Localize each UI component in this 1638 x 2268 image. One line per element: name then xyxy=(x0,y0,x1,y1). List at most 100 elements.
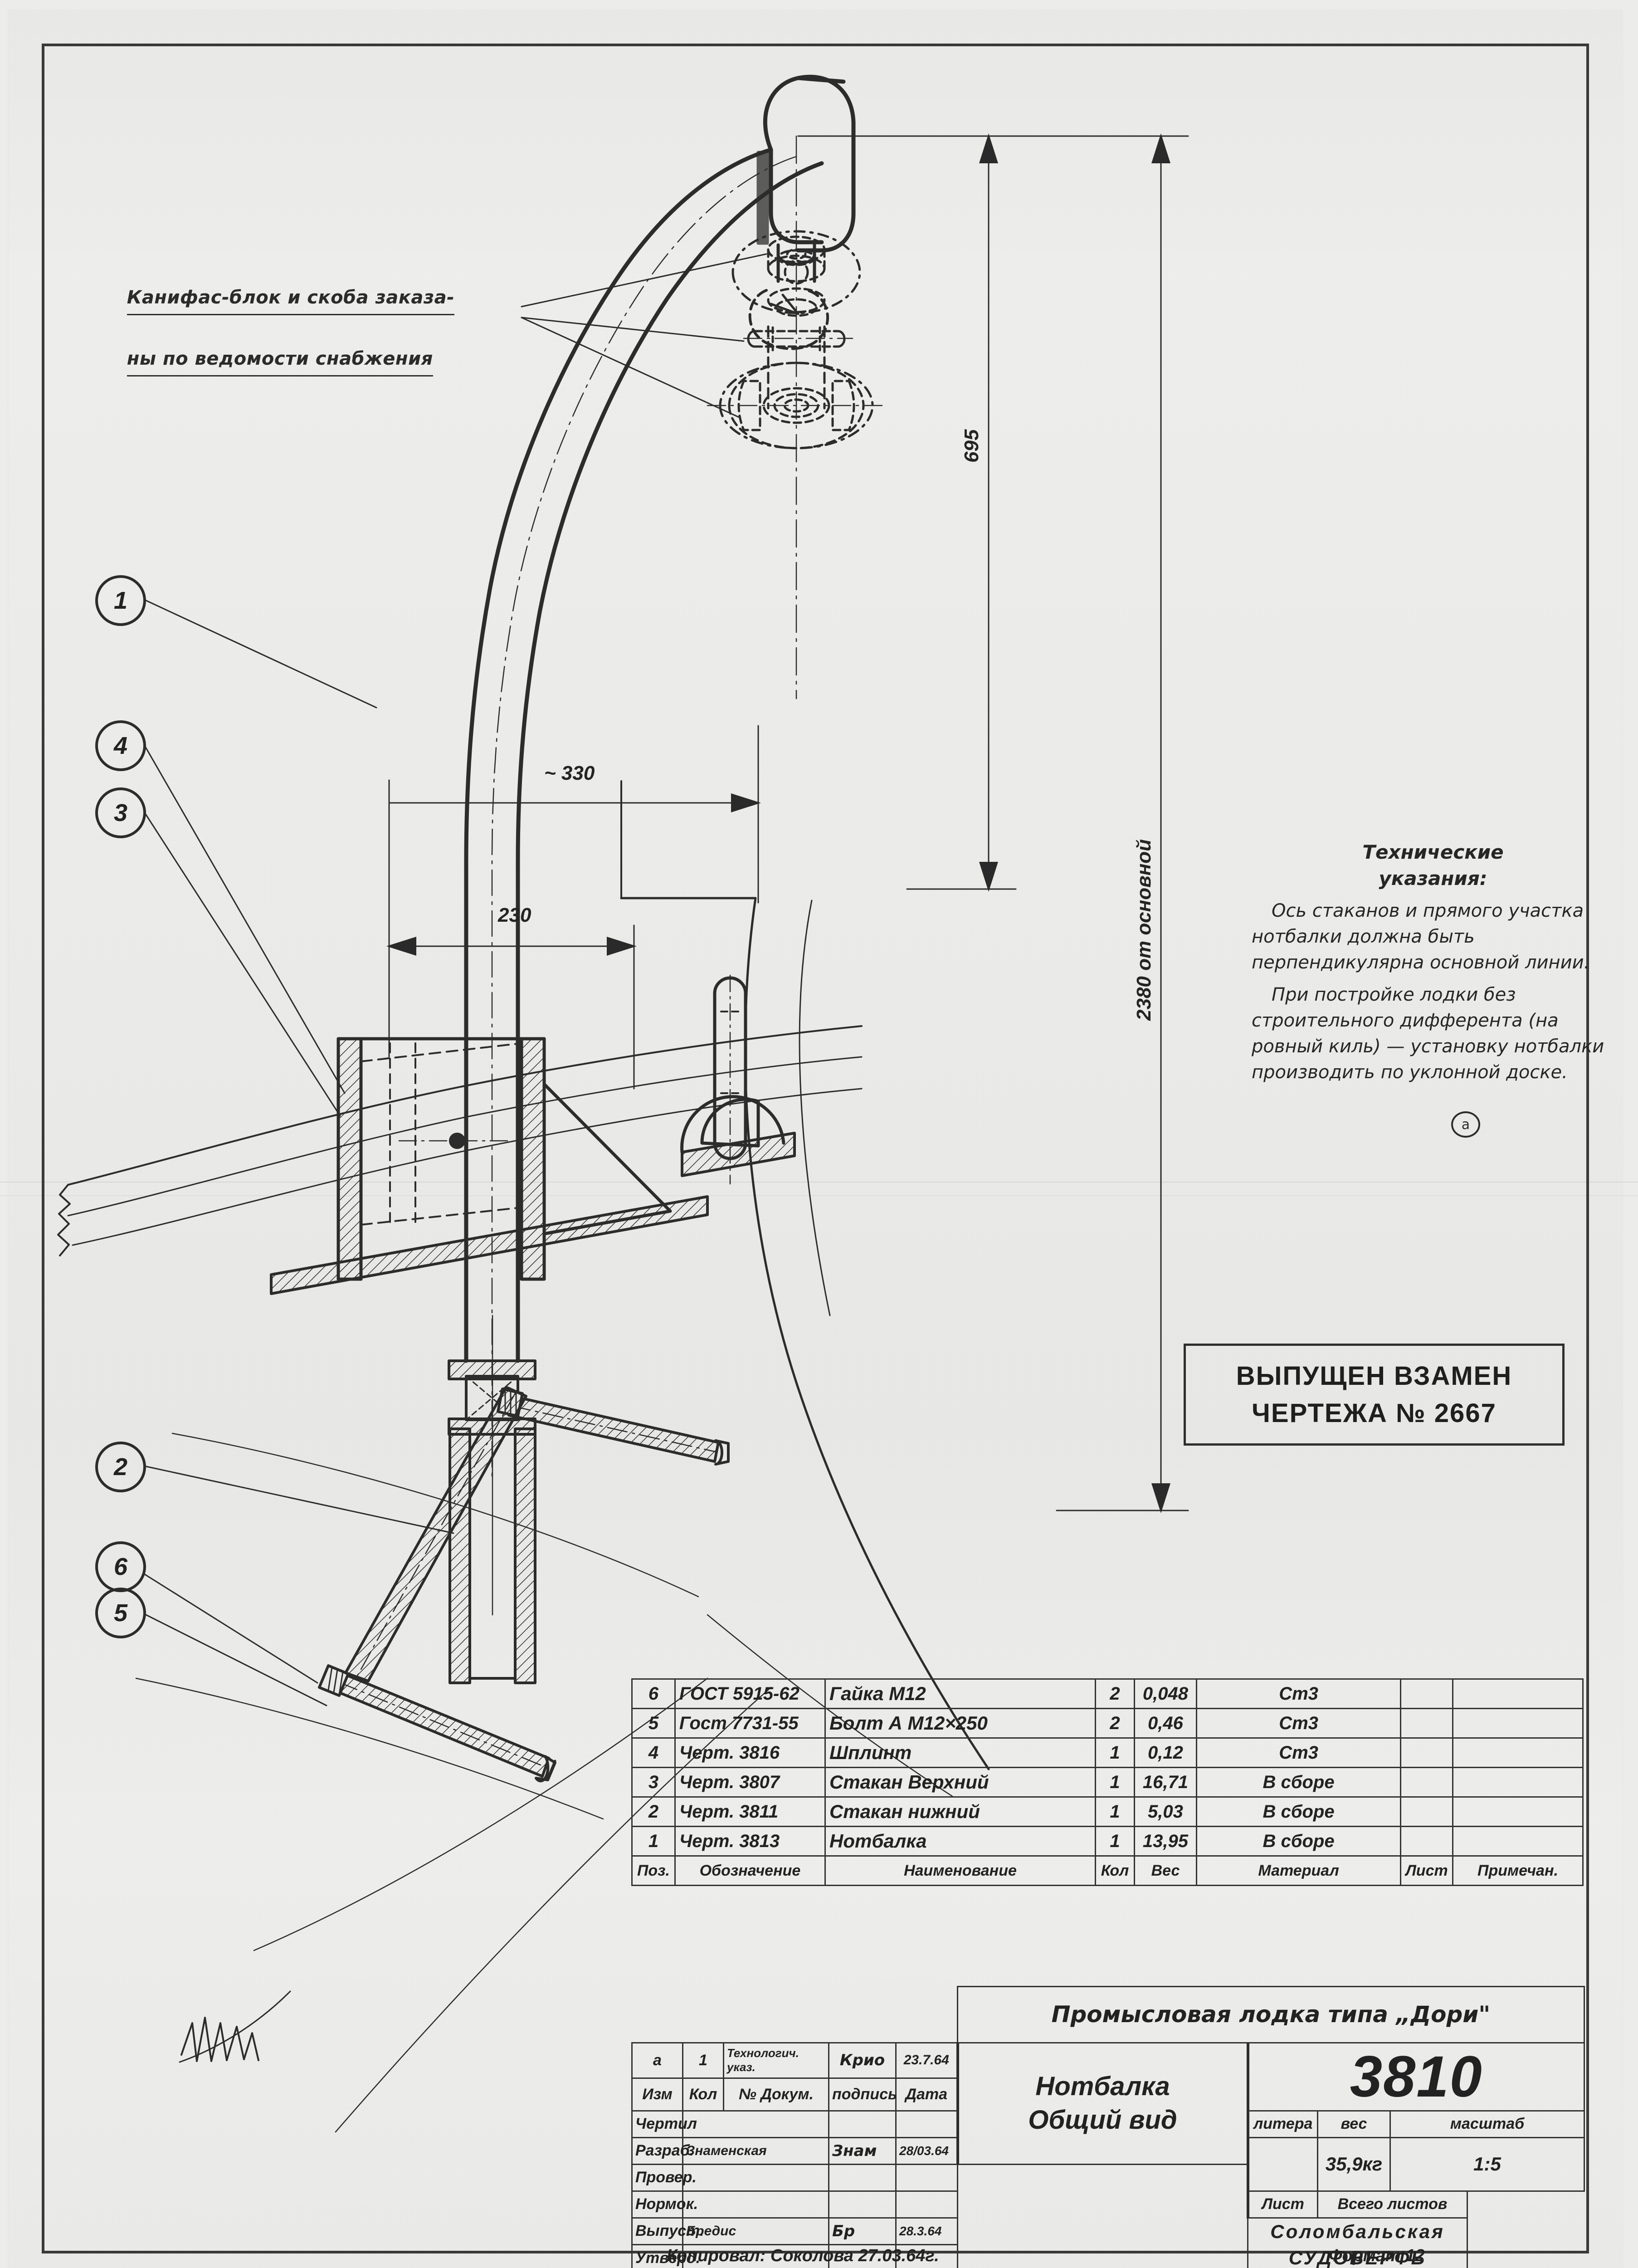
litera-label: литера xyxy=(1246,2110,1318,2138)
drawing-name-line-1: Нотбалка xyxy=(1035,2072,1170,2101)
technical-note-paragraph-1: Ось стаканов и прямого участка нотбалки … xyxy=(1252,900,1590,973)
spec-cell-weight: 13,95 xyxy=(1134,1826,1197,1857)
spec-cell-sheet xyxy=(1400,1708,1453,1739)
replacement-stamp-line-1: ВЫПУЩЕН ВЗАМЕН xyxy=(1236,1361,1512,1391)
spec-cell-name: Шплинт xyxy=(824,1737,1096,1768)
spec-cell-pos: 3 xyxy=(631,1767,676,1798)
replacement-stamp: ВЫПУЩЕН ВЗАМЕН ЧЕРТЕЖА № 2667 xyxy=(1184,1344,1565,1446)
spec-cell-sheet xyxy=(1400,1796,1453,1827)
spec-cell-qty: 1 xyxy=(1094,1737,1136,1768)
spec-cell-note xyxy=(1452,1678,1584,1709)
role-name xyxy=(682,2163,829,2192)
replacement-stamp-line-2: ЧЕРТЕЖА № 2667 xyxy=(1252,1398,1497,1428)
spec-cell-material: В сборе xyxy=(1195,1767,1402,1798)
revision-qty: 1 xyxy=(682,2042,724,2079)
drawing-number: 3810 xyxy=(1246,2042,1585,2112)
copied-by-footer: Копировал: Соколова 27.03.64г. xyxy=(667,2246,939,2265)
title-block: Промысловая лодка типа „Дори" а 1 Технол… xyxy=(631,1986,1585,2268)
spec-cell-note xyxy=(1452,1737,1584,1768)
spec-cell-material: Ст3 xyxy=(1195,1678,1402,1709)
role-date xyxy=(895,2163,958,2192)
revision-change: а xyxy=(631,2042,683,2079)
spec-cell-material: В сборе xyxy=(1195,1796,1402,1827)
role-signature xyxy=(828,2110,897,2138)
role-label: Нормок. xyxy=(631,2190,698,2219)
revision-document: Технологич. указ. xyxy=(723,2042,829,2079)
spec-cell-designation: Черт. 3807 xyxy=(674,1767,826,1798)
role-name: Знаменская xyxy=(682,2136,829,2165)
technical-notes-title-line1: Технические xyxy=(1362,841,1504,863)
role-signature: Бр xyxy=(828,2217,897,2245)
spec-cell-designation: ГОСТ 5915-62 xyxy=(674,1678,826,1709)
organization: Соломбальская СУДОВЕРФЬ xyxy=(1247,2217,1468,2268)
spec-cell-name: Нотбалка xyxy=(824,1826,1096,1857)
revision-header-kol: Кол xyxy=(682,2077,724,2112)
technical-notes-block: Технические указания: Ось стаканов и пря… xyxy=(1252,839,1614,1085)
spec-cell-pos: 2 xyxy=(631,1796,676,1827)
spec-cell-note xyxy=(1452,1796,1584,1827)
spec-cell-sheet xyxy=(1400,1767,1453,1798)
sheet-label: Лист xyxy=(1246,2190,1318,2219)
spec-cell-designation: Черт. 3811 xyxy=(674,1796,826,1827)
role-date: 28.3.64 xyxy=(895,2217,958,2245)
spec-header-cell: Лист xyxy=(1400,1855,1453,1886)
role-label: Чертил xyxy=(631,2110,697,2138)
balloon-item-3: 3 xyxy=(95,787,146,838)
weight-value: 35,9кг xyxy=(1317,2136,1391,2192)
spec-cell-pos: 1 xyxy=(631,1826,676,1857)
revision-header-doc: № Докум. xyxy=(723,2077,829,2112)
role-signature: Знам xyxy=(828,2136,897,2165)
spec-cell-pos: 6 xyxy=(631,1678,676,1709)
spec-cell-note xyxy=(1452,1826,1584,1857)
spec-cell-sheet xyxy=(1400,1826,1453,1857)
spec-cell-pos: 4 xyxy=(631,1737,676,1768)
drawing-name-line-2: Общий вид xyxy=(1028,2105,1177,2135)
spec-cell-name: Болт А М12×250 xyxy=(824,1708,1096,1739)
dimension-330: ~ 330 xyxy=(544,762,595,784)
spec-cell-weight: 0,048 xyxy=(1134,1678,1197,1709)
spec-cell-material: Ст3 xyxy=(1195,1737,1402,1768)
spec-cell-name: Гайка М12 xyxy=(824,1678,1096,1709)
spec-cell-name: Стакан нижний xyxy=(824,1796,1096,1827)
role-label: Провер. xyxy=(631,2163,697,2192)
spec-cell-weight: 16,71 xyxy=(1134,1767,1197,1798)
spec-cell-weight: 5,03 xyxy=(1134,1796,1197,1827)
role-name xyxy=(682,2110,829,2138)
spec-cell-designation: Черт. 3813 xyxy=(674,1826,826,1857)
spec-cell-qty: 1 xyxy=(1094,1796,1136,1827)
product-name: Промысловая лодка типа „Дори" xyxy=(956,1986,1585,2043)
revision-header-izm: Изм xyxy=(631,2077,683,2112)
weight-label: вес xyxy=(1317,2110,1391,2138)
balloon-item-5: 5 xyxy=(95,1588,146,1638)
spec-cell-qty: 1 xyxy=(1094,1826,1136,1857)
spec-cell-material: В сборе xyxy=(1195,1826,1402,1857)
role-date xyxy=(895,2244,958,2268)
spec-cell-note xyxy=(1452,1767,1584,1798)
spec-header-cell: Примечан. xyxy=(1452,1855,1584,1886)
balloon-item-2: 2 xyxy=(95,1442,146,1492)
dimension-695: 695 xyxy=(960,429,983,463)
spec-header-cell: Кол xyxy=(1094,1855,1136,1886)
technical-notes-stamp-icon: a xyxy=(1451,1111,1480,1138)
role-date xyxy=(895,2110,958,2138)
spec-header-cell: Вес xyxy=(1134,1855,1197,1886)
spec-cell-sheet xyxy=(1400,1737,1453,1768)
spec-cell-weight: 0,12 xyxy=(1134,1737,1197,1768)
role-name xyxy=(682,2244,829,2268)
spec-cell-material: Ст3 xyxy=(1195,1708,1402,1739)
balloon-item-4: 4 xyxy=(95,720,146,771)
format-footer: Формат 12 xyxy=(1329,2246,1425,2265)
drawing-name: Нотбалка Общий вид xyxy=(956,2042,1248,2165)
revision-signature: Крио xyxy=(828,2042,897,2079)
organization-line-1: Соломбальская xyxy=(1270,2220,1445,2242)
role-signature xyxy=(828,2244,897,2268)
balloon-item-1: 1 xyxy=(95,575,146,626)
spec-cell-weight: 0,46 xyxy=(1134,1708,1197,1739)
spec-header-cell: Обозначение xyxy=(674,1855,826,1886)
role-signature xyxy=(828,2163,897,2192)
